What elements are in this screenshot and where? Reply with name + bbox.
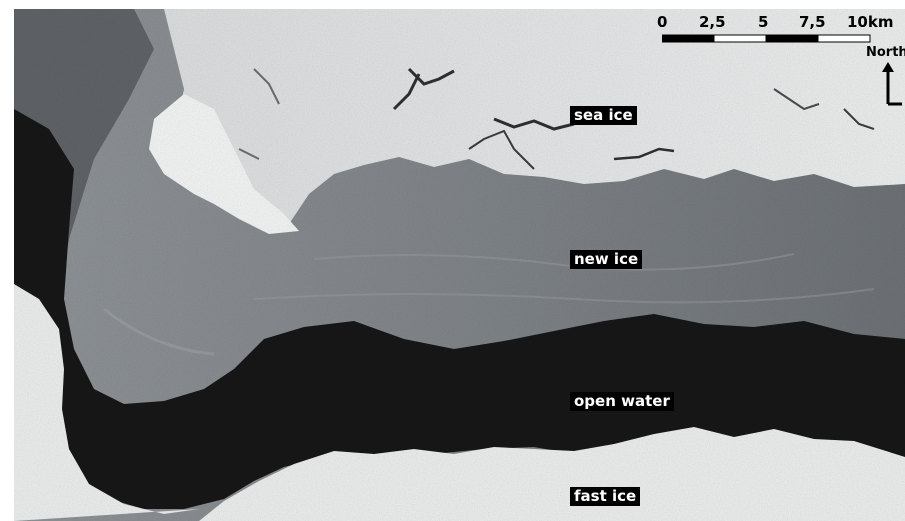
scale-tick-0: 0 xyxy=(657,13,668,31)
region-label-fast-ice: fast ice xyxy=(570,487,641,506)
open-water-region xyxy=(14,109,905,509)
north-arrow-icon xyxy=(882,62,902,106)
ice-crack xyxy=(613,147,675,161)
ice-crack xyxy=(493,117,575,131)
scale-segment xyxy=(817,34,871,43)
new-ice-streak xyxy=(253,288,875,304)
scale-tick-5: 5 xyxy=(758,13,769,31)
fast-ice-region xyxy=(199,427,905,521)
ice-crack xyxy=(238,68,280,160)
new-ice-streak xyxy=(313,253,795,271)
scale-bar-segments xyxy=(662,34,871,43)
ice-crack xyxy=(843,108,875,130)
scale-bar: 0 2,5 5 7,5 10km xyxy=(654,12,904,48)
ice-crack xyxy=(468,129,535,170)
ice-crack xyxy=(392,67,455,111)
north-label: North xyxy=(866,45,905,60)
sea-ice-region xyxy=(164,9,905,229)
scale-tick-2-5: 2,5 xyxy=(699,13,726,31)
scale-tick-7-5: 7,5 xyxy=(799,13,826,31)
scale-segment xyxy=(662,34,715,43)
bright-ice-floe xyxy=(149,94,299,234)
region-label-open-water: open water xyxy=(570,392,674,411)
region-label-new-ice: new ice xyxy=(570,250,643,269)
new-ice-streak xyxy=(103,307,215,356)
satellite-map-frame: sea ice new ice open water fast ice 0 2,… xyxy=(14,9,905,521)
satellite-image xyxy=(14,9,905,521)
scale-segment xyxy=(765,34,819,43)
scale-segment xyxy=(713,34,767,43)
ice-crack xyxy=(773,88,820,111)
fast-ice-left xyxy=(14,284,199,521)
region-label-sea-ice: sea ice xyxy=(570,106,637,125)
scale-tick-10km: 10km xyxy=(847,13,894,31)
